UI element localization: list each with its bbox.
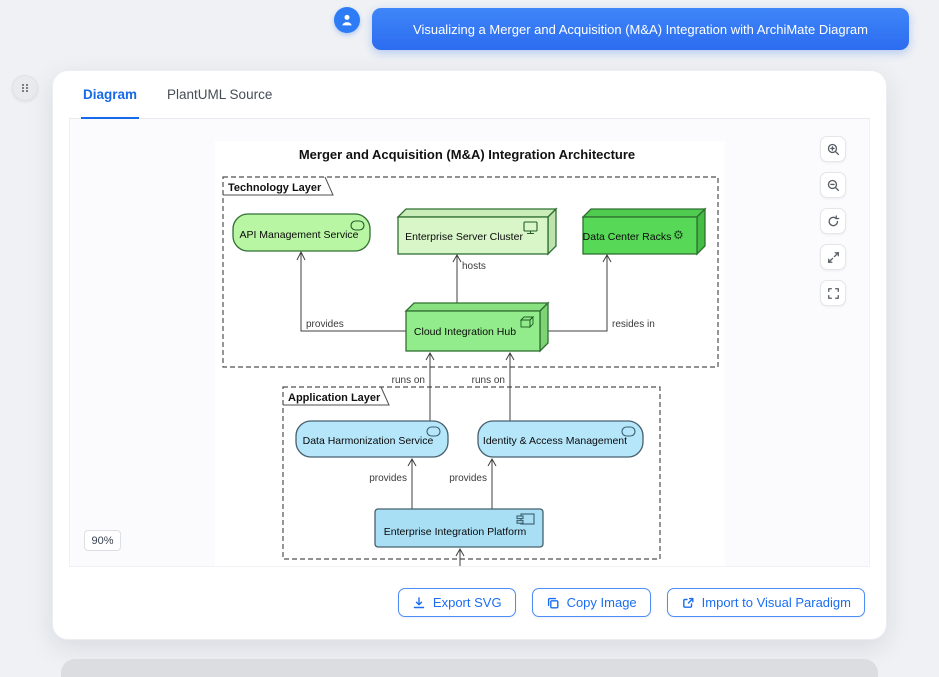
- svg-text:runs on: runs on: [471, 375, 504, 386]
- svg-text:Data Center Racks: Data Center Racks: [582, 231, 671, 243]
- application-layer-label: Application Layer: [288, 392, 381, 404]
- zoom-level-badge: 90%: [84, 530, 121, 551]
- archimate-diagram: Merger and Acquisition (M&A) Integration…: [221, 147, 719, 566]
- edge-eip-to-dhs: provides: [369, 457, 416, 509]
- user-prompt-bubble: Visualizing a Merger and Acquisition (M&…: [372, 8, 909, 50]
- fullscreen-button[interactable]: [820, 280, 846, 306]
- component-icon: [515, 513, 535, 525]
- diagram-title: Merger and Acquisition (M&A) Integration…: [298, 147, 634, 162]
- node-data-center-racks: ⚙ Data Center Racks: [580, 207, 707, 256]
- display-icon: [522, 221, 538, 235]
- zoom-out-icon: [827, 179, 839, 191]
- service-icon: [620, 426, 636, 437]
- floating-widget-button[interactable]: [12, 75, 38, 101]
- node-identity-access-management: Identity & Access Management: [476, 420, 644, 458]
- edge-eip-to-iam: provides: [449, 457, 496, 509]
- external-link-icon: [682, 597, 694, 608]
- expand-arrows-icon: [827, 251, 839, 263]
- export-svg-label: Export SVG: [432, 595, 502, 610]
- svg-text:hosts: hosts: [462, 261, 486, 272]
- edge-hub-to-api: provides: [296, 250, 406, 332]
- svg-text:provides: provides: [369, 473, 407, 484]
- tab-plantuml-source[interactable]: PlantUML Source: [167, 86, 273, 102]
- user-avatar: [334, 7, 360, 33]
- person-icon: [342, 14, 352, 26]
- user-prompt-text: Visualizing a Merger and Acquisition (M&…: [413, 21, 868, 37]
- tab-diagram[interactable]: Diagram: [81, 71, 140, 119]
- service-icon: [349, 220, 365, 231]
- import-visual-paradigm-button[interactable]: Import to Visual Paradigm: [666, 588, 865, 617]
- reset-view-button[interactable]: [820, 208, 846, 234]
- svg-text:provides: provides: [306, 319, 344, 330]
- node-api-management-service: API Management Service: [231, 213, 371, 252]
- edge-hub-to-cluster: hosts: [452, 253, 486, 303]
- svg-text:resides in: resides in: [612, 319, 655, 330]
- svg-text:API Management Service: API Management Service: [239, 229, 358, 241]
- diagram-viewer: Merger and Acquisition (M&A) Integration…: [69, 119, 870, 567]
- svg-text:Data Harmonization Service: Data Harmonization Service: [302, 435, 433, 447]
- technology-layer-frame: Technology Layer: [221, 176, 719, 368]
- cube-icon: [519, 315, 534, 329]
- edge-dhs-to-hub: runs on: [391, 351, 434, 421]
- node-cloud-integration-hub: Cloud Integration Hub: [403, 301, 550, 353]
- gear-icon: ⚙: [673, 228, 684, 242]
- download-icon: [413, 596, 425, 608]
- svg-text:provides: provides: [449, 473, 487, 484]
- import-visual-paradigm-label: Import to Visual Paradigm: [701, 595, 851, 610]
- svg-text:Identity & Access Management: Identity & Access Management: [482, 435, 626, 447]
- copy-image-button[interactable]: Copy Image: [531, 588, 651, 617]
- zoom-in-button[interactable]: [820, 136, 846, 162]
- fit-view-button[interactable]: [820, 244, 846, 270]
- technology-layer-label: Technology Layer: [228, 182, 322, 194]
- node-data-harmonization-service: Data Harmonization Service: [294, 420, 449, 458]
- application-layer-frame: Application Layer: [281, 386, 661, 560]
- svg-text:Enterprise Server Cluster: Enterprise Server Cluster: [405, 231, 523, 243]
- edge-hub-to-racks: resides in: [539, 253, 655, 332]
- diagram-card: Diagram PlantUML Source Merger and Acqui…: [52, 70, 887, 640]
- export-svg-button[interactable]: Export SVG: [397, 588, 516, 617]
- action-bar: Export SVG Copy Image Import to Visual P…: [397, 588, 865, 617]
- zoom-in-icon: [827, 143, 839, 155]
- edge-bottom-stub: [455, 547, 464, 566]
- tab-bar: Diagram PlantUML Source: [69, 71, 870, 119]
- grip-icon: [22, 84, 28, 92]
- node-enterprise-server-cluster: Enterprise Server Cluster: [395, 207, 558, 256]
- diagram-canvas[interactable]: Merger and Acquisition (M&A) Integration…: [214, 141, 725, 566]
- copy-icon: [547, 597, 559, 609]
- zoom-out-button[interactable]: [820, 172, 846, 198]
- service-icon: [425, 426, 441, 437]
- copy-image-label: Copy Image: [566, 595, 637, 610]
- node-enterprise-integration-platform: Enterprise Integration Platform: [373, 508, 544, 548]
- background-panel: [61, 659, 878, 677]
- svg-text:runs on: runs on: [391, 375, 424, 386]
- viewer-toolbar: [820, 136, 846, 306]
- svg-text:Enterprise Integration Platfor: Enterprise Integration Platform: [383, 526, 526, 538]
- svg-text:Cloud Integration Hub: Cloud Integration Hub: [413, 326, 515, 338]
- edge-iam-to-hub: runs on: [471, 351, 514, 421]
- fullscreen-brackets-icon: [827, 287, 839, 299]
- reset-rotate-icon: [828, 214, 839, 226]
